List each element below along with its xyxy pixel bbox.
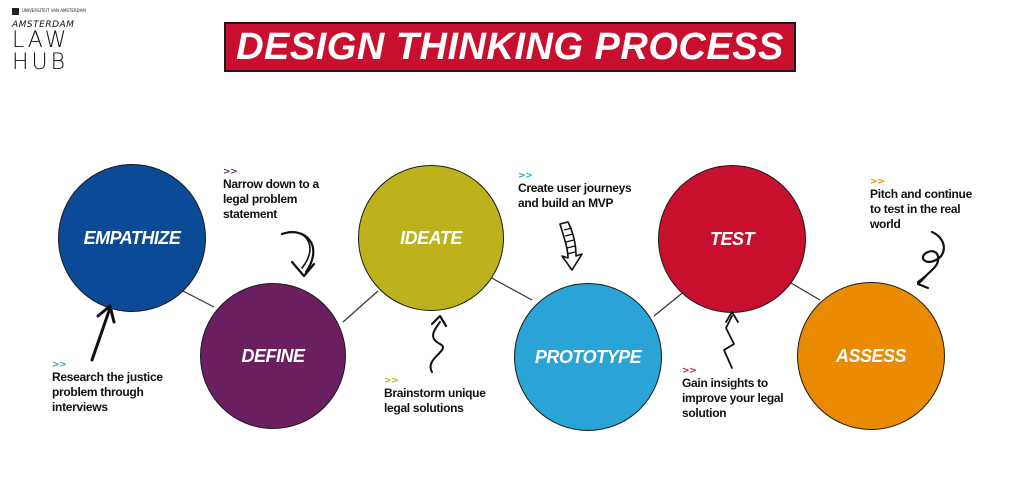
note-line: Brainstorm unique bbox=[384, 386, 486, 400]
note-line: improve your legal bbox=[682, 391, 784, 405]
amsterdam-law-hub-logo: UNIVERSITEIT VAN AMSTERDAM AMSTERDAM LAW… bbox=[12, 8, 86, 88]
note-prototype: >> Create user journeys and build an MVP bbox=[518, 171, 658, 211]
chevron-icon: >> bbox=[682, 366, 697, 376]
logo-line-amsterdam: AMSTERDAM bbox=[12, 20, 75, 30]
note-line: Pitch and continue bbox=[870, 187, 972, 201]
stage-assess-label: ASSESS bbox=[835, 345, 907, 366]
note-line: solution bbox=[682, 406, 727, 420]
page-title: DESIGN THINKING PROCESS bbox=[226, 24, 794, 70]
stage-assess: ASSESS bbox=[797, 282, 945, 430]
stage-ideate-label: IDEATE bbox=[400, 227, 462, 248]
arrow-up-icon bbox=[90, 304, 116, 362]
chevron-icon: >> bbox=[223, 167, 238, 177]
note-assess: >> Pitch and continue to test in the rea… bbox=[870, 177, 1000, 232]
chevron-icon: >> bbox=[870, 177, 885, 187]
note-line: Gain insights to bbox=[682, 376, 768, 390]
logo-university-text: UNIVERSITEIT VAN AMSTERDAM bbox=[22, 8, 86, 13]
connector-define-ideate bbox=[342, 290, 379, 323]
stage-prototype: PROTOTYPE bbox=[514, 283, 662, 431]
connector-ideate-prototype bbox=[487, 275, 533, 301]
note-line: world bbox=[870, 217, 901, 231]
connector-empathize-define bbox=[180, 289, 215, 308]
stage-test-label: TEST bbox=[709, 228, 755, 249]
note-line: to test in the real bbox=[870, 202, 961, 216]
spiral-arrow-icon bbox=[916, 230, 945, 290]
logo-line-hub: HUB bbox=[12, 50, 69, 75]
stage-ideate: IDEATE bbox=[358, 165, 504, 311]
stage-prototype-label: PROTOTYPE bbox=[534, 346, 642, 367]
note-ideate: >> Brainstorm unique legal solutions bbox=[384, 376, 514, 416]
university-seal-icon bbox=[12, 8, 19, 15]
chevron-icon: >> bbox=[52, 360, 67, 370]
stage-empathize: EMPATHIZE bbox=[58, 164, 206, 312]
stage-test: TEST bbox=[658, 165, 806, 313]
loop-arrow-up-icon bbox=[429, 314, 448, 373]
stage-empathize-label: EMPATHIZE bbox=[83, 227, 181, 248]
curved-arrow-down-icon bbox=[280, 231, 316, 278]
note-test: >> Gain insights to improve your legal s… bbox=[682, 366, 812, 421]
logo-line-law: LAW bbox=[12, 28, 70, 53]
zigzag-arrow-up-icon bbox=[723, 311, 739, 369]
connector-test-assess bbox=[790, 282, 821, 301]
note-line: Create user journeys bbox=[518, 181, 632, 195]
note-line: legal solutions bbox=[384, 401, 464, 415]
striped-arrow-down-icon bbox=[559, 221, 583, 271]
note-line: interviews bbox=[52, 400, 108, 414]
note-line: legal problem bbox=[223, 192, 298, 206]
note-line: statement bbox=[223, 207, 277, 221]
chevron-icon: >> bbox=[518, 171, 533, 181]
note-line: Narrow down to a bbox=[223, 177, 319, 191]
note-line: and build an MVP bbox=[518, 196, 614, 210]
note-define: >> Narrow down to a legal problem statem… bbox=[223, 167, 343, 222]
note-empathize: >> Research the justice problem through … bbox=[52, 360, 182, 415]
note-line: Research the justice bbox=[52, 370, 163, 384]
note-line: problem through bbox=[52, 385, 144, 399]
connector-prototype-test bbox=[653, 289, 687, 317]
chevron-icon: >> bbox=[384, 376, 399, 386]
stage-define-label: DEFINE bbox=[241, 345, 305, 366]
stage-define: DEFINE bbox=[200, 283, 346, 429]
